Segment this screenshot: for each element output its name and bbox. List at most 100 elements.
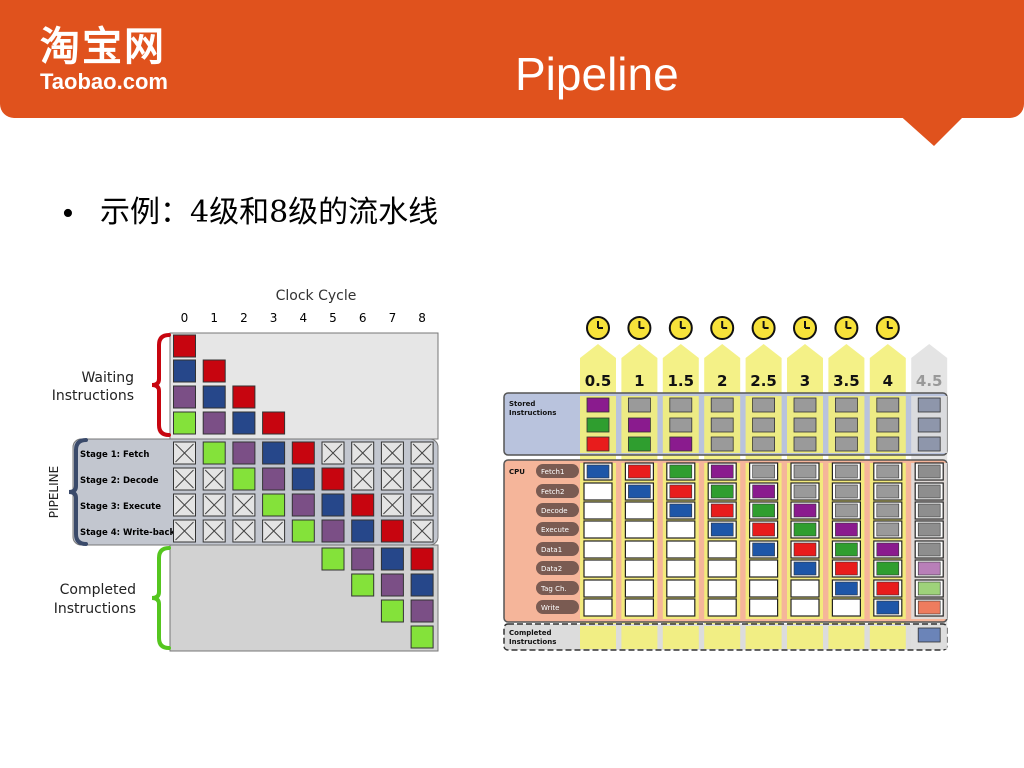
- pipeline-instruction-block: [351, 493, 375, 517]
- cpu-label: CPU: [509, 468, 525, 476]
- cpu-stage-label: Fetch1: [541, 468, 564, 476]
- waiting-instruction-block: [232, 385, 256, 409]
- empty-slot-cross: [175, 495, 194, 515]
- empty-slot-cross: [412, 469, 432, 489]
- stored-instruction-block: [752, 397, 776, 413]
- cpu-stage-pill: [536, 464, 579, 478]
- cycle-column-band: [662, 626, 699, 649]
- stored-instruction-block: [917, 417, 941, 433]
- cpu-empty-slot: [583, 482, 613, 501]
- cpu-stage-pill: [536, 581, 579, 595]
- empty-slot-cross: [383, 495, 402, 515]
- cpu-empty-slot: [583, 598, 613, 617]
- waiting-label: Waiting: [81, 370, 134, 386]
- pipeline-stage-label: Stage 1: Fetch: [80, 450, 149, 460]
- empty-slot-cross: [412, 443, 432, 463]
- cycle-label: 4.5: [916, 372, 943, 390]
- cpu-empty-slot: [583, 579, 613, 598]
- cycle-label: 3: [800, 372, 810, 390]
- stored-instruction-block: [669, 436, 693, 452]
- cpu-empty-slot: [707, 598, 737, 617]
- clock-cycle-number: 3: [270, 311, 278, 325]
- pipeline-instruction-block: [321, 467, 345, 491]
- cycle-column-band: [869, 626, 906, 649]
- waiting-instruction-block: [173, 385, 196, 409]
- bullet-text: 示例：4级和8级的流水线: [100, 195, 439, 230]
- cpu-empty-slot: [831, 598, 861, 617]
- cpu-stage-label: Data2: [541, 565, 562, 573]
- empty-slot-cross: [383, 469, 402, 489]
- cpu-stage-pill: [536, 484, 579, 498]
- cycle-label: 1: [634, 372, 644, 390]
- stored-instruction-block: [793, 397, 817, 413]
- stored-instruction-block: [834, 417, 858, 433]
- stored-instruction-block: [586, 417, 610, 433]
- empty-slot-cross: [412, 495, 432, 515]
- stored-instruction-block: [669, 417, 693, 433]
- cpu-stage-label: Write: [541, 604, 559, 612]
- cpu-empty-slot: [666, 540, 696, 559]
- clock-cycle-number: 5: [329, 311, 337, 325]
- cpu-instruction-block: [628, 464, 651, 479]
- stored-instruction-block: [627, 397, 651, 413]
- clock-cycle-number: 8: [418, 311, 426, 325]
- empty-slot-cross: [175, 443, 194, 463]
- cpu-instruction-block: [876, 484, 900, 499]
- pipeline-instruction-block: [351, 519, 375, 543]
- cpu-instruction-block: [917, 484, 941, 499]
- empty-slot-cross: [323, 443, 343, 463]
- stored-instruction-block: [752, 436, 776, 452]
- pipeline-instruction-block: [291, 519, 315, 543]
- clock-cycle-number: 2: [240, 311, 248, 325]
- cpu-empty-slot: [666, 579, 696, 598]
- stored-instruction-block: [834, 397, 858, 413]
- empty-slot-cross: [204, 521, 224, 541]
- cpu-stage-label: Data1: [541, 546, 562, 554]
- cpu-stage-label: Fetch2: [541, 488, 564, 496]
- pipeline-instruction-block: [262, 467, 286, 491]
- completed-label: Instructions: [54, 601, 136, 617]
- cpu-stage-label: Decode: [541, 507, 568, 515]
- cpu-empty-slot: [583, 501, 613, 520]
- cpu-instruction-block: [752, 464, 775, 479]
- cpu-stage-pill: [536, 542, 579, 556]
- cpu-stage-label: Tag Ch.: [540, 585, 567, 593]
- cpu-instruction-block: [917, 522, 941, 537]
- completed-instruction-block: [351, 547, 375, 571]
- pipeline-stage-label: Stage 3: Execute: [80, 502, 161, 512]
- bullet-marker: •: [62, 195, 74, 232]
- pipeline-stage-label: Stage 4: Write-back: [80, 528, 176, 538]
- waiting-instruction-block: [173, 411, 196, 435]
- cycle-column-band: [704, 626, 741, 649]
- cpu-empty-slot: [583, 540, 613, 559]
- cpu-instruction-block: [917, 464, 941, 479]
- stored-instruction-block: [627, 436, 651, 452]
- pipeline-instruction-block: [262, 441, 286, 465]
- cpu-instruction-block: [835, 464, 858, 479]
- pipeline-instruction-block: [321, 519, 345, 543]
- completed-instruction-block: [410, 599, 434, 623]
- cpu-instruction-block: [710, 484, 734, 499]
- waiting-label: Instructions: [52, 388, 134, 404]
- stored-label: Stored: [509, 400, 535, 408]
- cpu-stage-pill: [536, 522, 579, 536]
- waiting-instruction-block: [202, 411, 226, 435]
- clock-cycle-number: 7: [389, 311, 397, 325]
- empty-slot-cross: [204, 495, 224, 515]
- cpu-empty-slot: [624, 520, 655, 539]
- cpu-instruction-block: [917, 542, 941, 557]
- pipeline-stage-label: Stage 2: Decode: [80, 476, 159, 486]
- stored-instruction-block: [752, 417, 776, 433]
- cpu-empty-slot: [666, 598, 696, 617]
- empty-slot-cross: [175, 469, 194, 489]
- logo-english: Taobao.com: [40, 69, 168, 94]
- cpu-empty-slot: [790, 579, 820, 598]
- completed-label: Completed: [60, 582, 136, 598]
- cpu-empty-slot: [707, 540, 737, 559]
- cpu-empty-slot: [624, 579, 655, 598]
- cpu-instruction-block: [669, 484, 693, 499]
- stored-instruction-block: [917, 397, 941, 413]
- stored-instruction-block: [586, 436, 610, 452]
